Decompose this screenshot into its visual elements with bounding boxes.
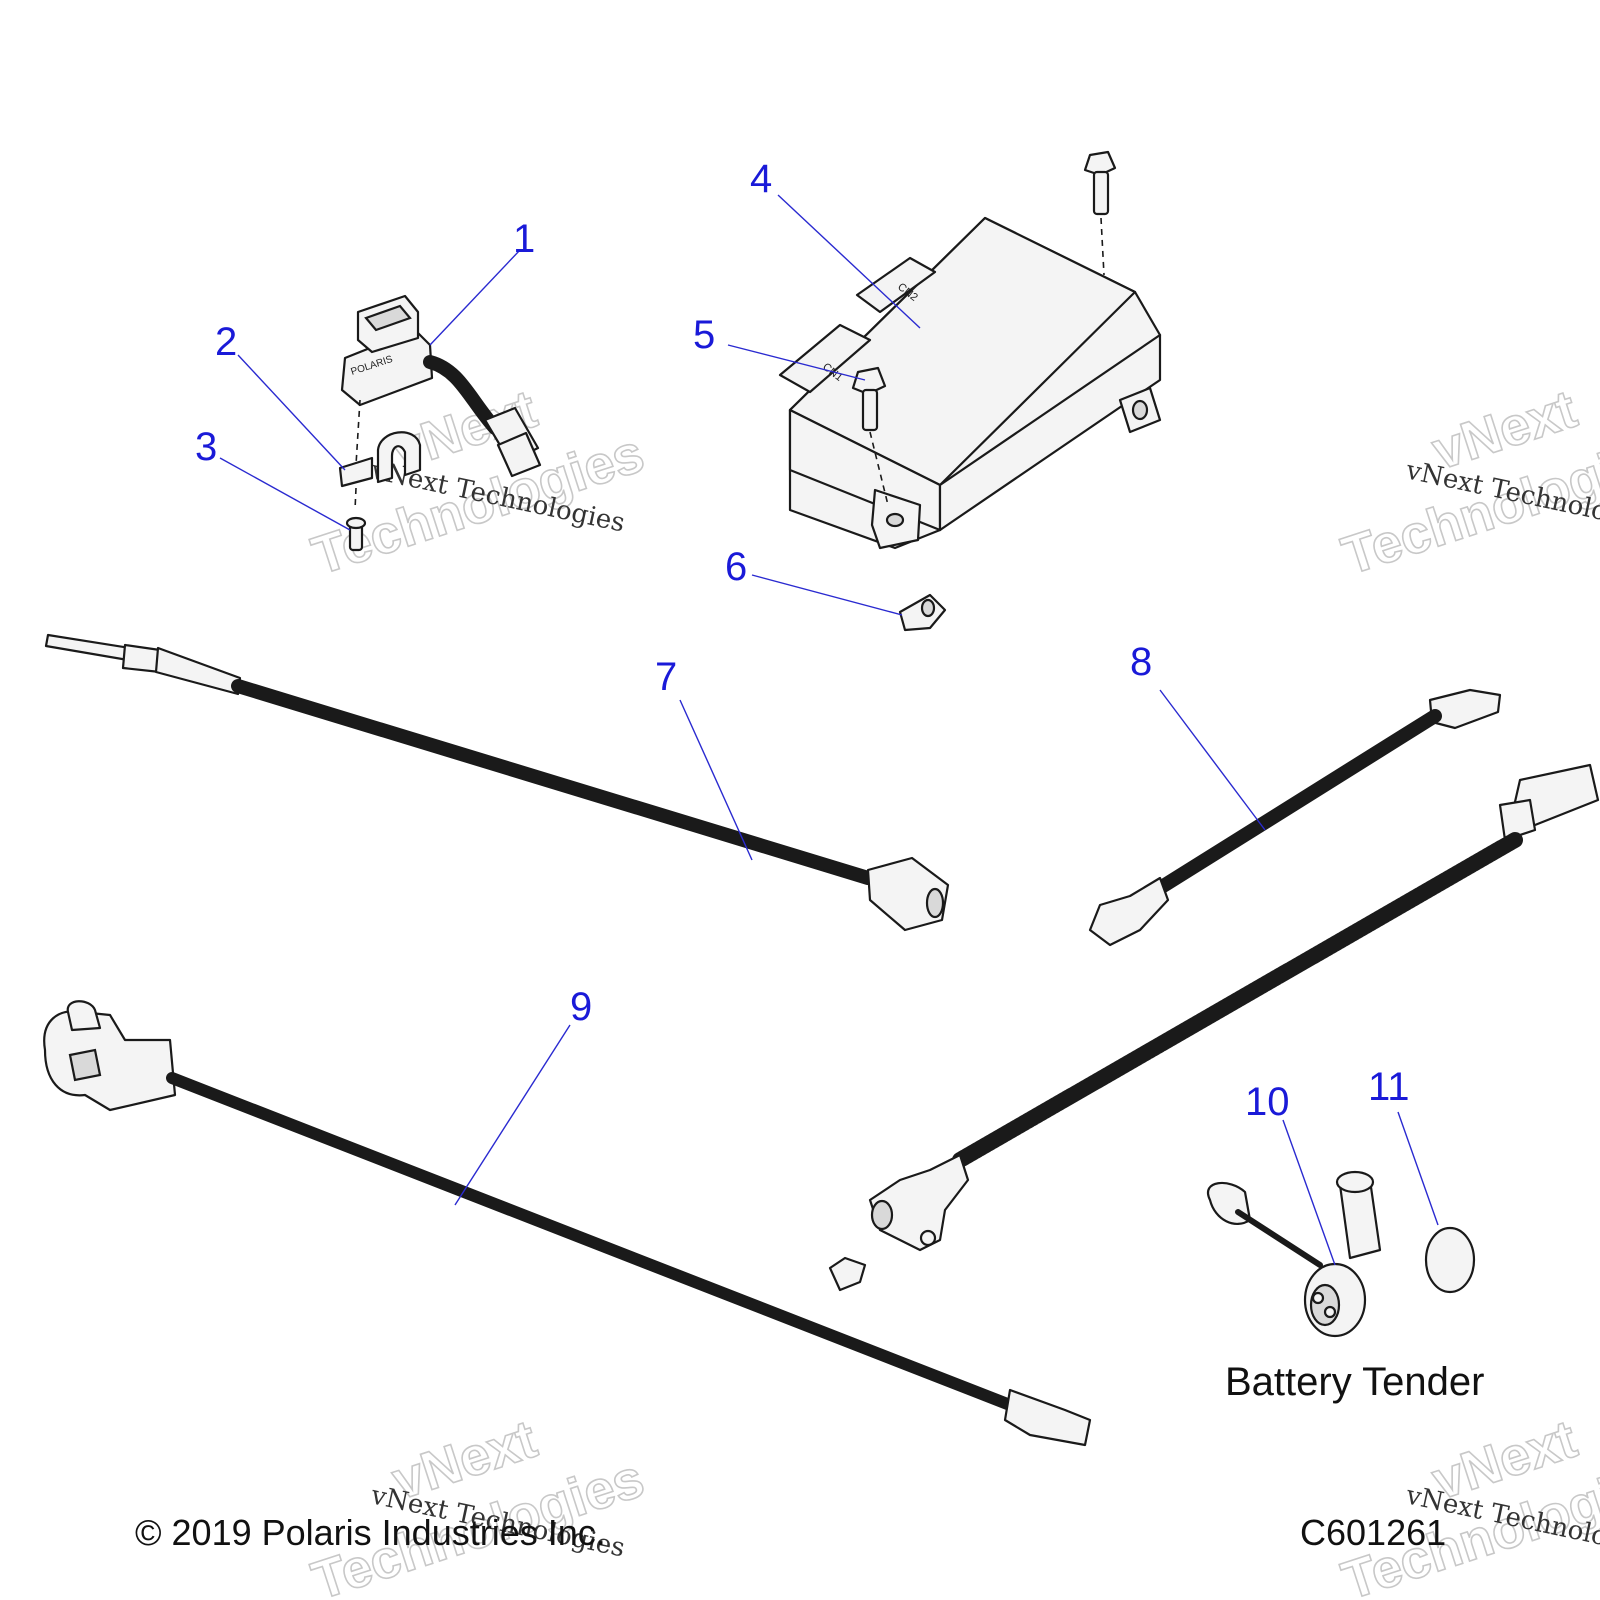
leader-1 <box>429 249 521 346</box>
battery-tender-caption: Battery Tender <box>1225 1360 1484 1404</box>
leader-5 <box>727 344 866 381</box>
part-o-ring <box>1424 1226 1476 1294</box>
part-speed-sensor <box>828 763 1600 1292</box>
leader-11 <box>1397 1111 1439 1226</box>
callout-2: 2 <box>215 320 237 364</box>
part-position-sensor <box>43 1000 1092 1447</box>
part-screw-small <box>345 516 367 552</box>
leader-10 <box>1282 1119 1336 1266</box>
leader-lines <box>219 194 1439 1266</box>
watermark-top-right: vNext Technologies vNext Technologies <box>1334 378 1600 587</box>
leader-8 <box>1159 689 1266 831</box>
part-clamp-bracket <box>338 431 422 488</box>
callout-7: 7 <box>655 655 677 699</box>
leader-4 <box>777 194 921 329</box>
leader-7 <box>679 699 753 861</box>
callout-8: 8 <box>1130 640 1152 684</box>
bolt-dashline <box>869 431 889 506</box>
callout-5: 5 <box>693 313 715 357</box>
part-clip-nut <box>898 593 947 632</box>
figure-id: C601261 <box>1300 1512 1446 1553</box>
callout-6: 6 <box>725 545 747 589</box>
switch-mount-dashline <box>355 399 361 466</box>
watermark-bottom-left: vNext Technologies vNext Technologies <box>304 1408 651 1600</box>
part-battery-tender-port <box>1206 1170 1382 1338</box>
callout-3: 3 <box>195 425 217 469</box>
callout-11: 11 <box>1368 1065 1410 1109</box>
callout-4: 4 <box>750 157 772 201</box>
callout-1: 1 <box>513 217 535 261</box>
leader-2 <box>237 354 346 471</box>
leader-3 <box>219 457 351 531</box>
clamp-dashline <box>354 487 357 511</box>
callout-10: 10 <box>1245 1080 1290 1124</box>
copyright-text: © 2019 Polaris Industries Inc. <box>135 1512 606 1553</box>
part-module-bolt <box>851 366 887 432</box>
part-harness-lead <box>1088 688 1502 947</box>
leader-9 <box>454 1024 571 1206</box>
module-bolt-dashline <box>1100 217 1105 276</box>
part-switch-assembly: POLARIS <box>340 294 542 478</box>
part-temp-sensor <box>44 633 950 932</box>
part-module-bolt-top <box>1083 150 1117 216</box>
callouts: 1 2 3 4 5 6 7 8 9 10 11 <box>195 157 1410 1124</box>
watermark-bottom-right: vNext Technologies vNext Technologies <box>1334 1408 1600 1600</box>
callout-9: 9 <box>570 985 592 1029</box>
leader-6 <box>751 574 903 616</box>
